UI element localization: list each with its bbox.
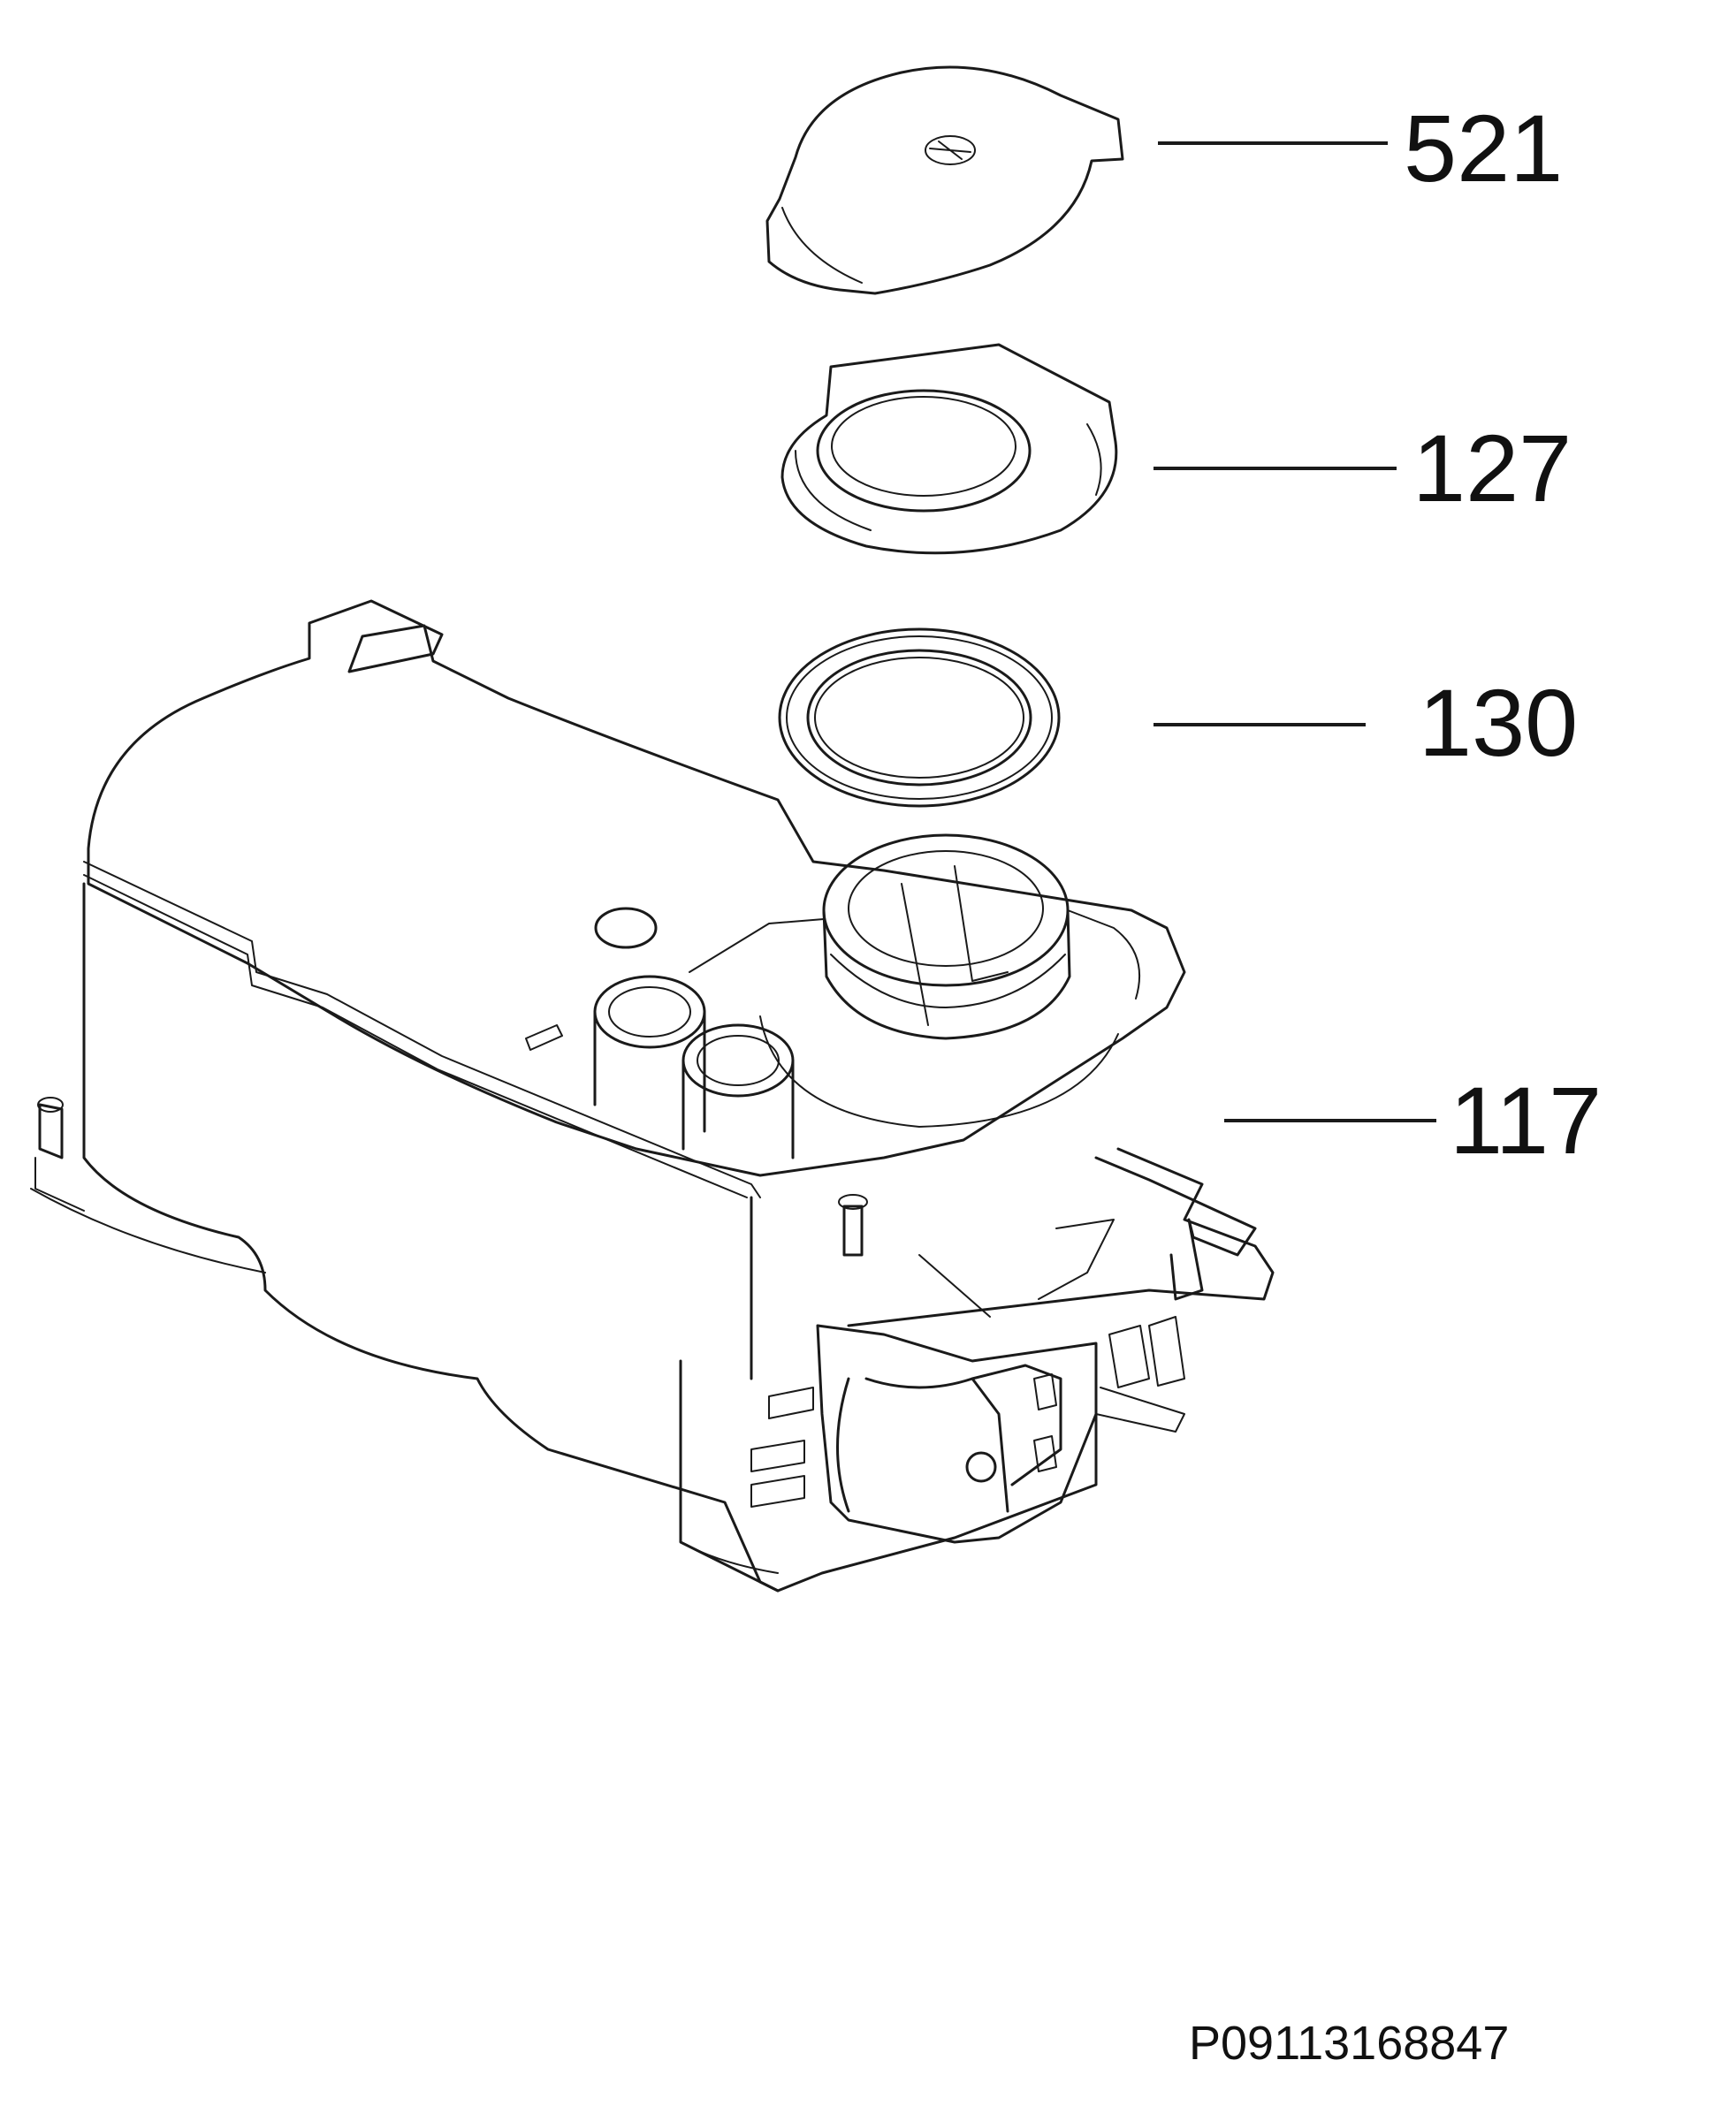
container-part: [30, 599, 1275, 1593]
gasket-part: [778, 627, 1061, 808]
callout-117: 117: [1450, 1067, 1602, 1174]
callout-127: 127: [1412, 414, 1572, 521]
callout-130: 130: [1419, 669, 1578, 776]
callout-521: 521: [1404, 95, 1563, 201]
reference-code: P09113168847: [1189, 2017, 1509, 2070]
cap-part: [765, 65, 1124, 295]
ring-nut-part: [780, 343, 1118, 555]
